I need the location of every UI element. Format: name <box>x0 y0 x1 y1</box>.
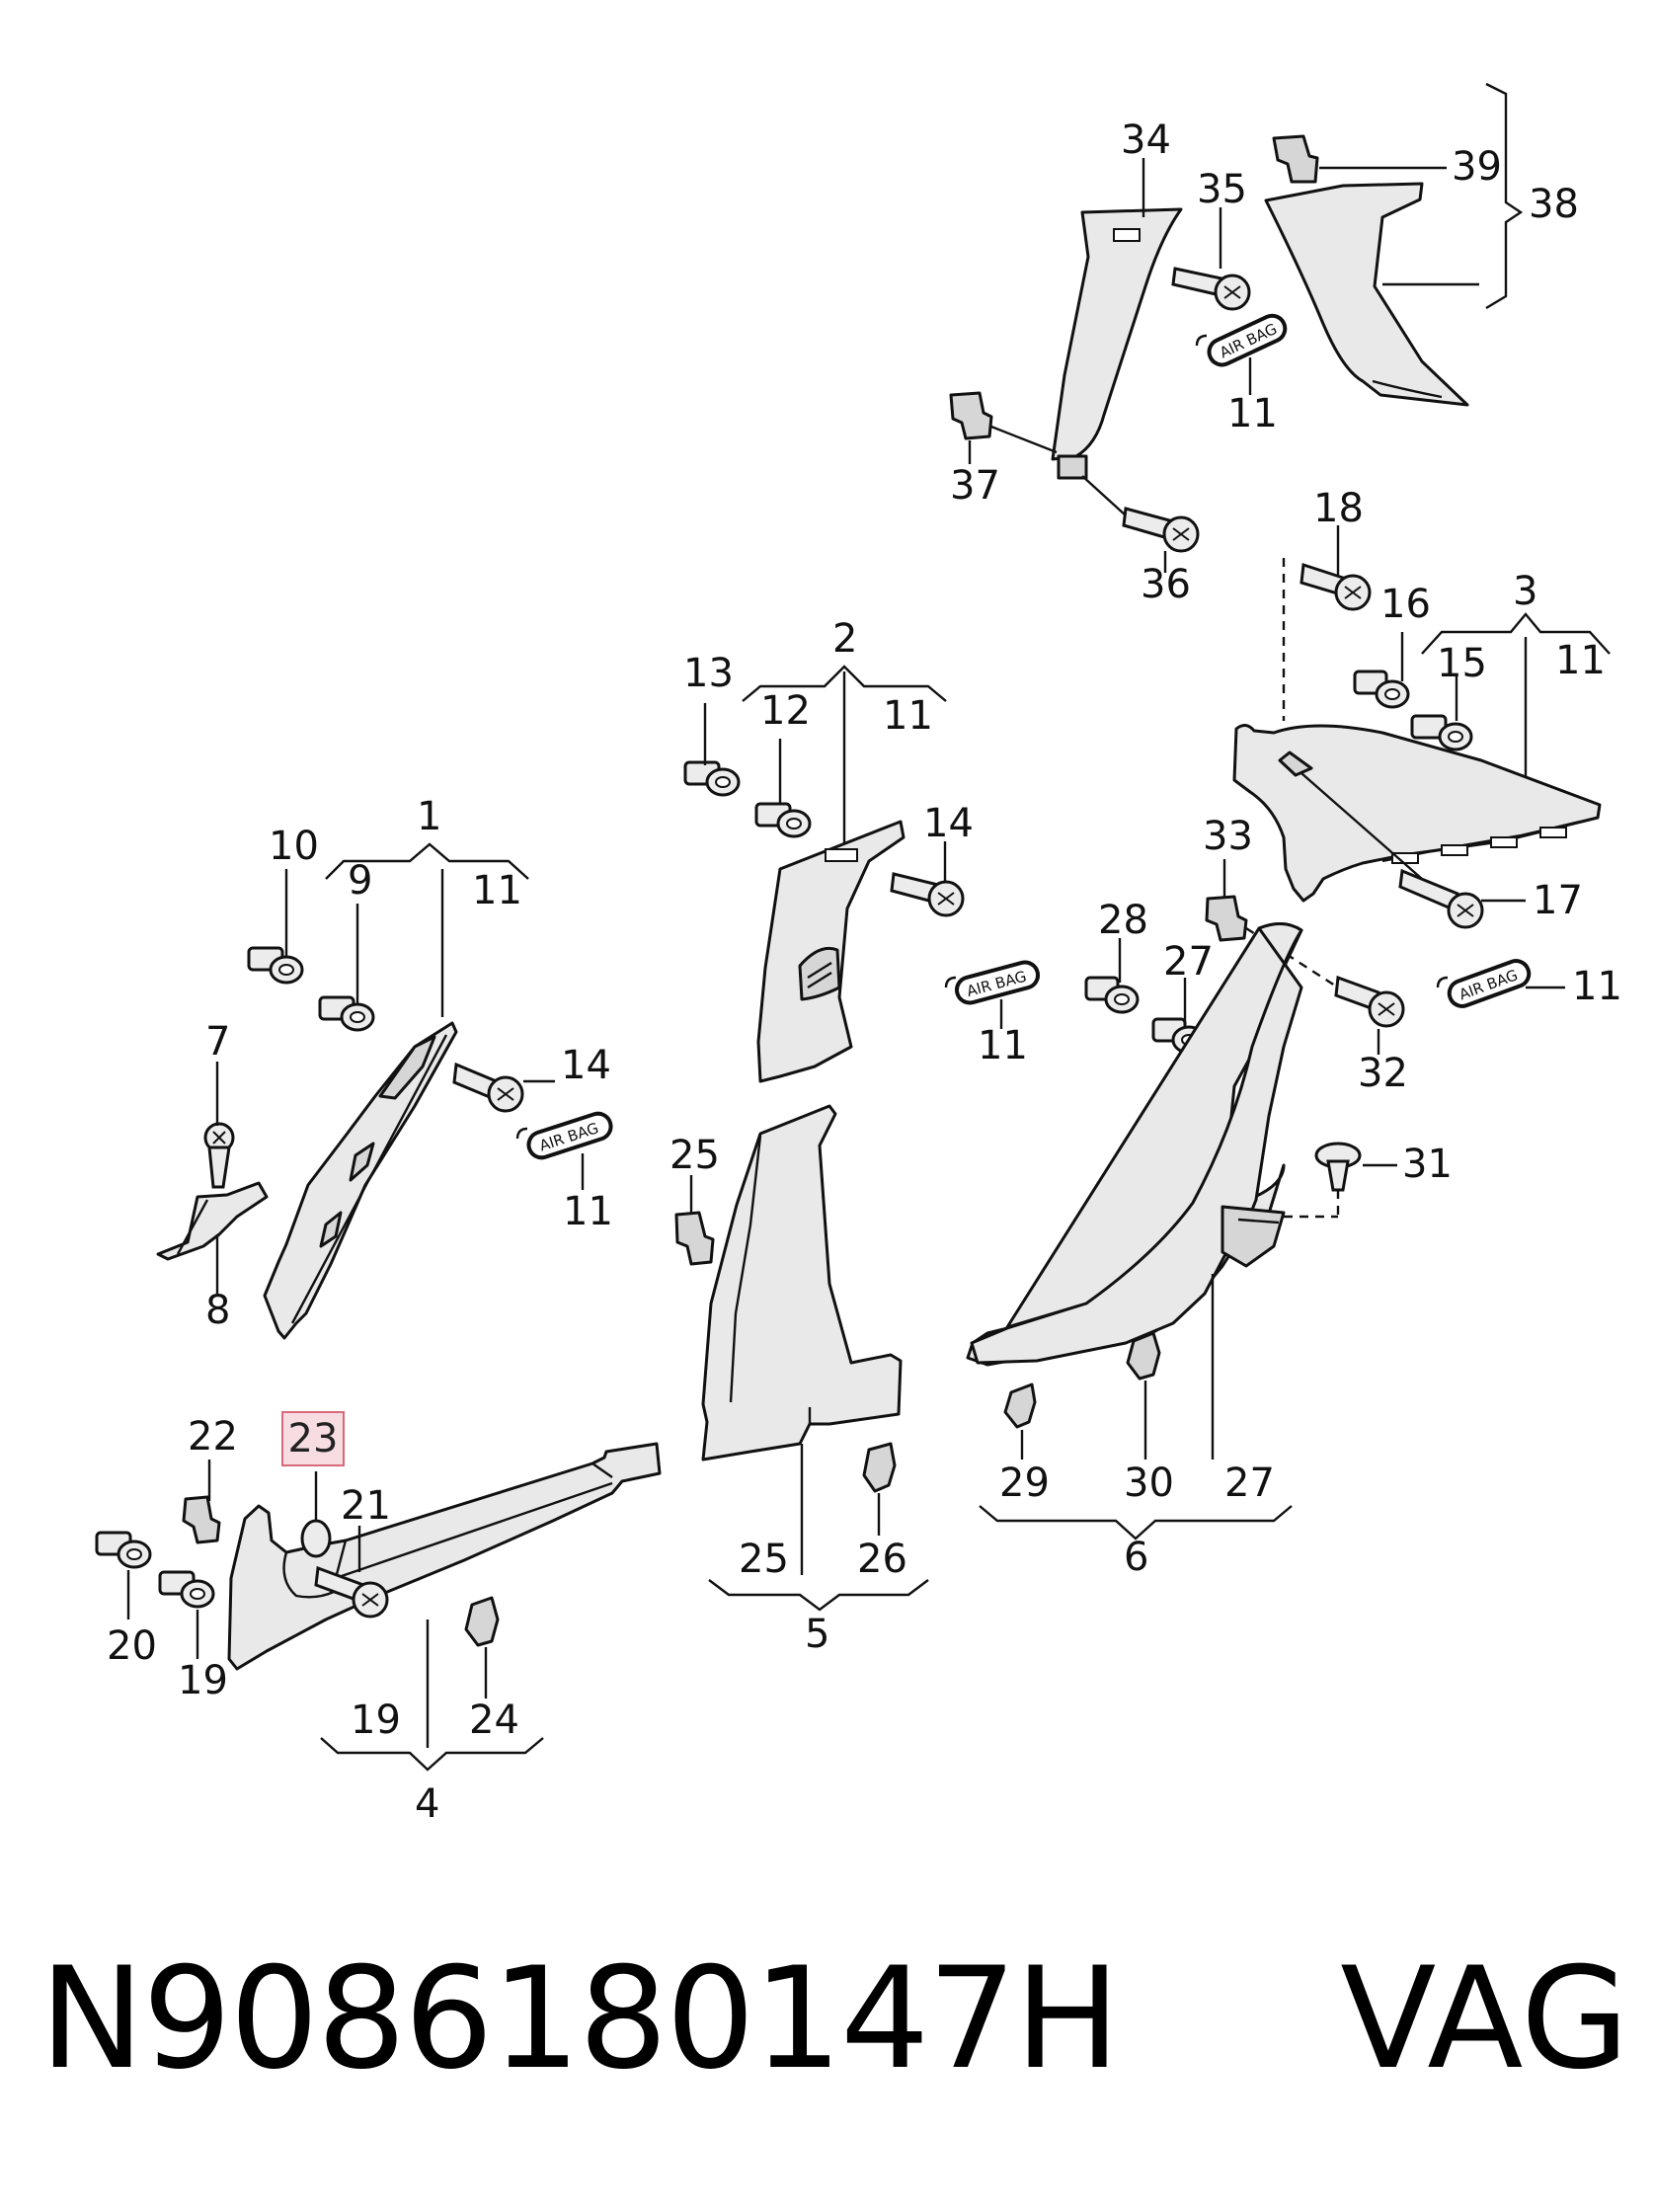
callout-28: 28 <box>1098 898 1148 943</box>
highlighted-part-label: 23 <box>287 1416 339 1462</box>
callout-3: 3 <box>1513 569 1537 614</box>
callout-25-top: 25 <box>669 1133 720 1178</box>
screw-7 <box>203 1122 235 1189</box>
airbag-badge-right: AIR BAG <box>1447 959 1532 1008</box>
clip-24 <box>464 1596 500 1647</box>
clip-33 <box>1205 895 1248 942</box>
callout-7: 7 <box>205 1019 230 1065</box>
callout-11-group1: 11 <box>472 868 522 913</box>
callout-8: 8 <box>205 1288 230 1333</box>
pillar-trim-5 <box>701 1104 903 1462</box>
callout-34: 34 <box>1121 118 1171 163</box>
pillar-trim-38 <box>1264 182 1469 407</box>
callout-11-right: 11 <box>1572 964 1622 1009</box>
callout-20: 20 <box>107 1623 157 1669</box>
callout-31: 31 <box>1402 1142 1453 1187</box>
clip-37 <box>949 391 993 440</box>
bolt-9 <box>318 995 375 1032</box>
callout-11-left: 11 <box>563 1189 613 1234</box>
callout-1: 1 <box>417 794 441 839</box>
callout-33: 33 <box>1203 814 1253 859</box>
airbag-badge-top: AIR BAG <box>1207 313 1288 367</box>
footer: N9086180147H VAG <box>39 1936 1629 2103</box>
screw-35 <box>1171 267 1251 311</box>
airbag-badge-center: AIR BAG <box>954 960 1041 1005</box>
callout-19-bottom: 19 <box>351 1698 401 1743</box>
callout-11-group3: 11 <box>1555 638 1606 683</box>
callout-19-left: 19 <box>178 1658 228 1703</box>
bolt-28 <box>1084 976 1140 1014</box>
pillar-trim-1 <box>263 1021 458 1340</box>
brand-name: VAG <box>1340 1937 1629 2100</box>
callout-27-bottom: 27 <box>1224 1461 1275 1506</box>
clip-39 <box>1272 134 1319 184</box>
callout-5: 5 <box>805 1612 829 1657</box>
bolt-15 <box>1410 714 1473 751</box>
callout-21: 21 <box>341 1483 391 1529</box>
callout-6: 6 <box>1124 1535 1148 1580</box>
callout-11-group2: 11 <box>883 693 933 739</box>
callout-17: 17 <box>1533 878 1583 923</box>
callout-32: 32 <box>1358 1051 1408 1096</box>
bolt-19 <box>158 1570 215 1609</box>
clip-25-top <box>674 1211 715 1266</box>
callout-11-center: 11 <box>978 1023 1028 1068</box>
callout-25-bottom: 25 <box>739 1537 789 1582</box>
callout-30: 30 <box>1124 1461 1174 1506</box>
screw-21 <box>314 1565 389 1619</box>
bolt-10 <box>247 946 304 985</box>
sill-trim-4 <box>227 1442 662 1671</box>
callout-22: 22 <box>188 1414 238 1460</box>
callout-13: 13 <box>683 651 734 696</box>
bolt-16 <box>1353 670 1410 709</box>
clip-31 <box>1314 1142 1362 1192</box>
callout-35: 35 <box>1197 167 1247 212</box>
cap-23 <box>300 1519 332 1558</box>
screw-36 <box>1122 507 1200 553</box>
callout-4: 4 <box>415 1781 439 1827</box>
callout-38: 38 <box>1529 182 1579 227</box>
pillar-trim-34 <box>1051 207 1183 480</box>
callout-36: 36 <box>1141 562 1191 607</box>
bracket-8 <box>156 1181 269 1261</box>
screw-18 <box>1300 563 1372 611</box>
callout-26: 26 <box>857 1537 907 1582</box>
callout-16: 16 <box>1380 582 1431 627</box>
callout-24: 24 <box>469 1698 519 1743</box>
clip-22 <box>182 1495 221 1544</box>
callout-10: 10 <box>269 824 319 869</box>
clip-29 <box>1003 1382 1037 1429</box>
callout-15: 15 <box>1437 641 1487 686</box>
callout-37: 37 <box>950 463 1000 509</box>
clip-30 <box>1126 1331 1161 1381</box>
part-number: N9086180147H <box>39 1937 1120 2100</box>
screw-32 <box>1334 975 1405 1028</box>
callout-18: 18 <box>1313 486 1364 531</box>
callout-14-center: 14 <box>923 801 974 846</box>
pillar-trim-2 <box>756 820 906 1083</box>
callout-12: 12 <box>760 688 811 734</box>
bolt-12 <box>754 802 812 838</box>
callout-27-top: 27 <box>1163 939 1214 985</box>
airbag-badge-left: AIR BAG <box>526 1111 613 1160</box>
callout-39: 39 <box>1452 144 1502 190</box>
clip-26 <box>862 1442 897 1493</box>
callout-14-left: 14 <box>561 1043 611 1088</box>
callout-11-top: 11 <box>1227 391 1278 436</box>
highlighted-part-box <box>281 1411 345 1466</box>
pillar-trim-6 <box>966 922 1303 1367</box>
screw-14-center <box>890 872 965 917</box>
trim-panel-3 <box>1232 724 1602 903</box>
bolt-20 <box>95 1531 152 1569</box>
screw-14-left <box>452 1062 524 1113</box>
callout-9: 9 <box>348 858 372 904</box>
screw-17 <box>1398 868 1484 929</box>
bolt-13 <box>683 760 741 797</box>
callout-29: 29 <box>999 1461 1050 1506</box>
callout-2: 2 <box>832 616 857 662</box>
